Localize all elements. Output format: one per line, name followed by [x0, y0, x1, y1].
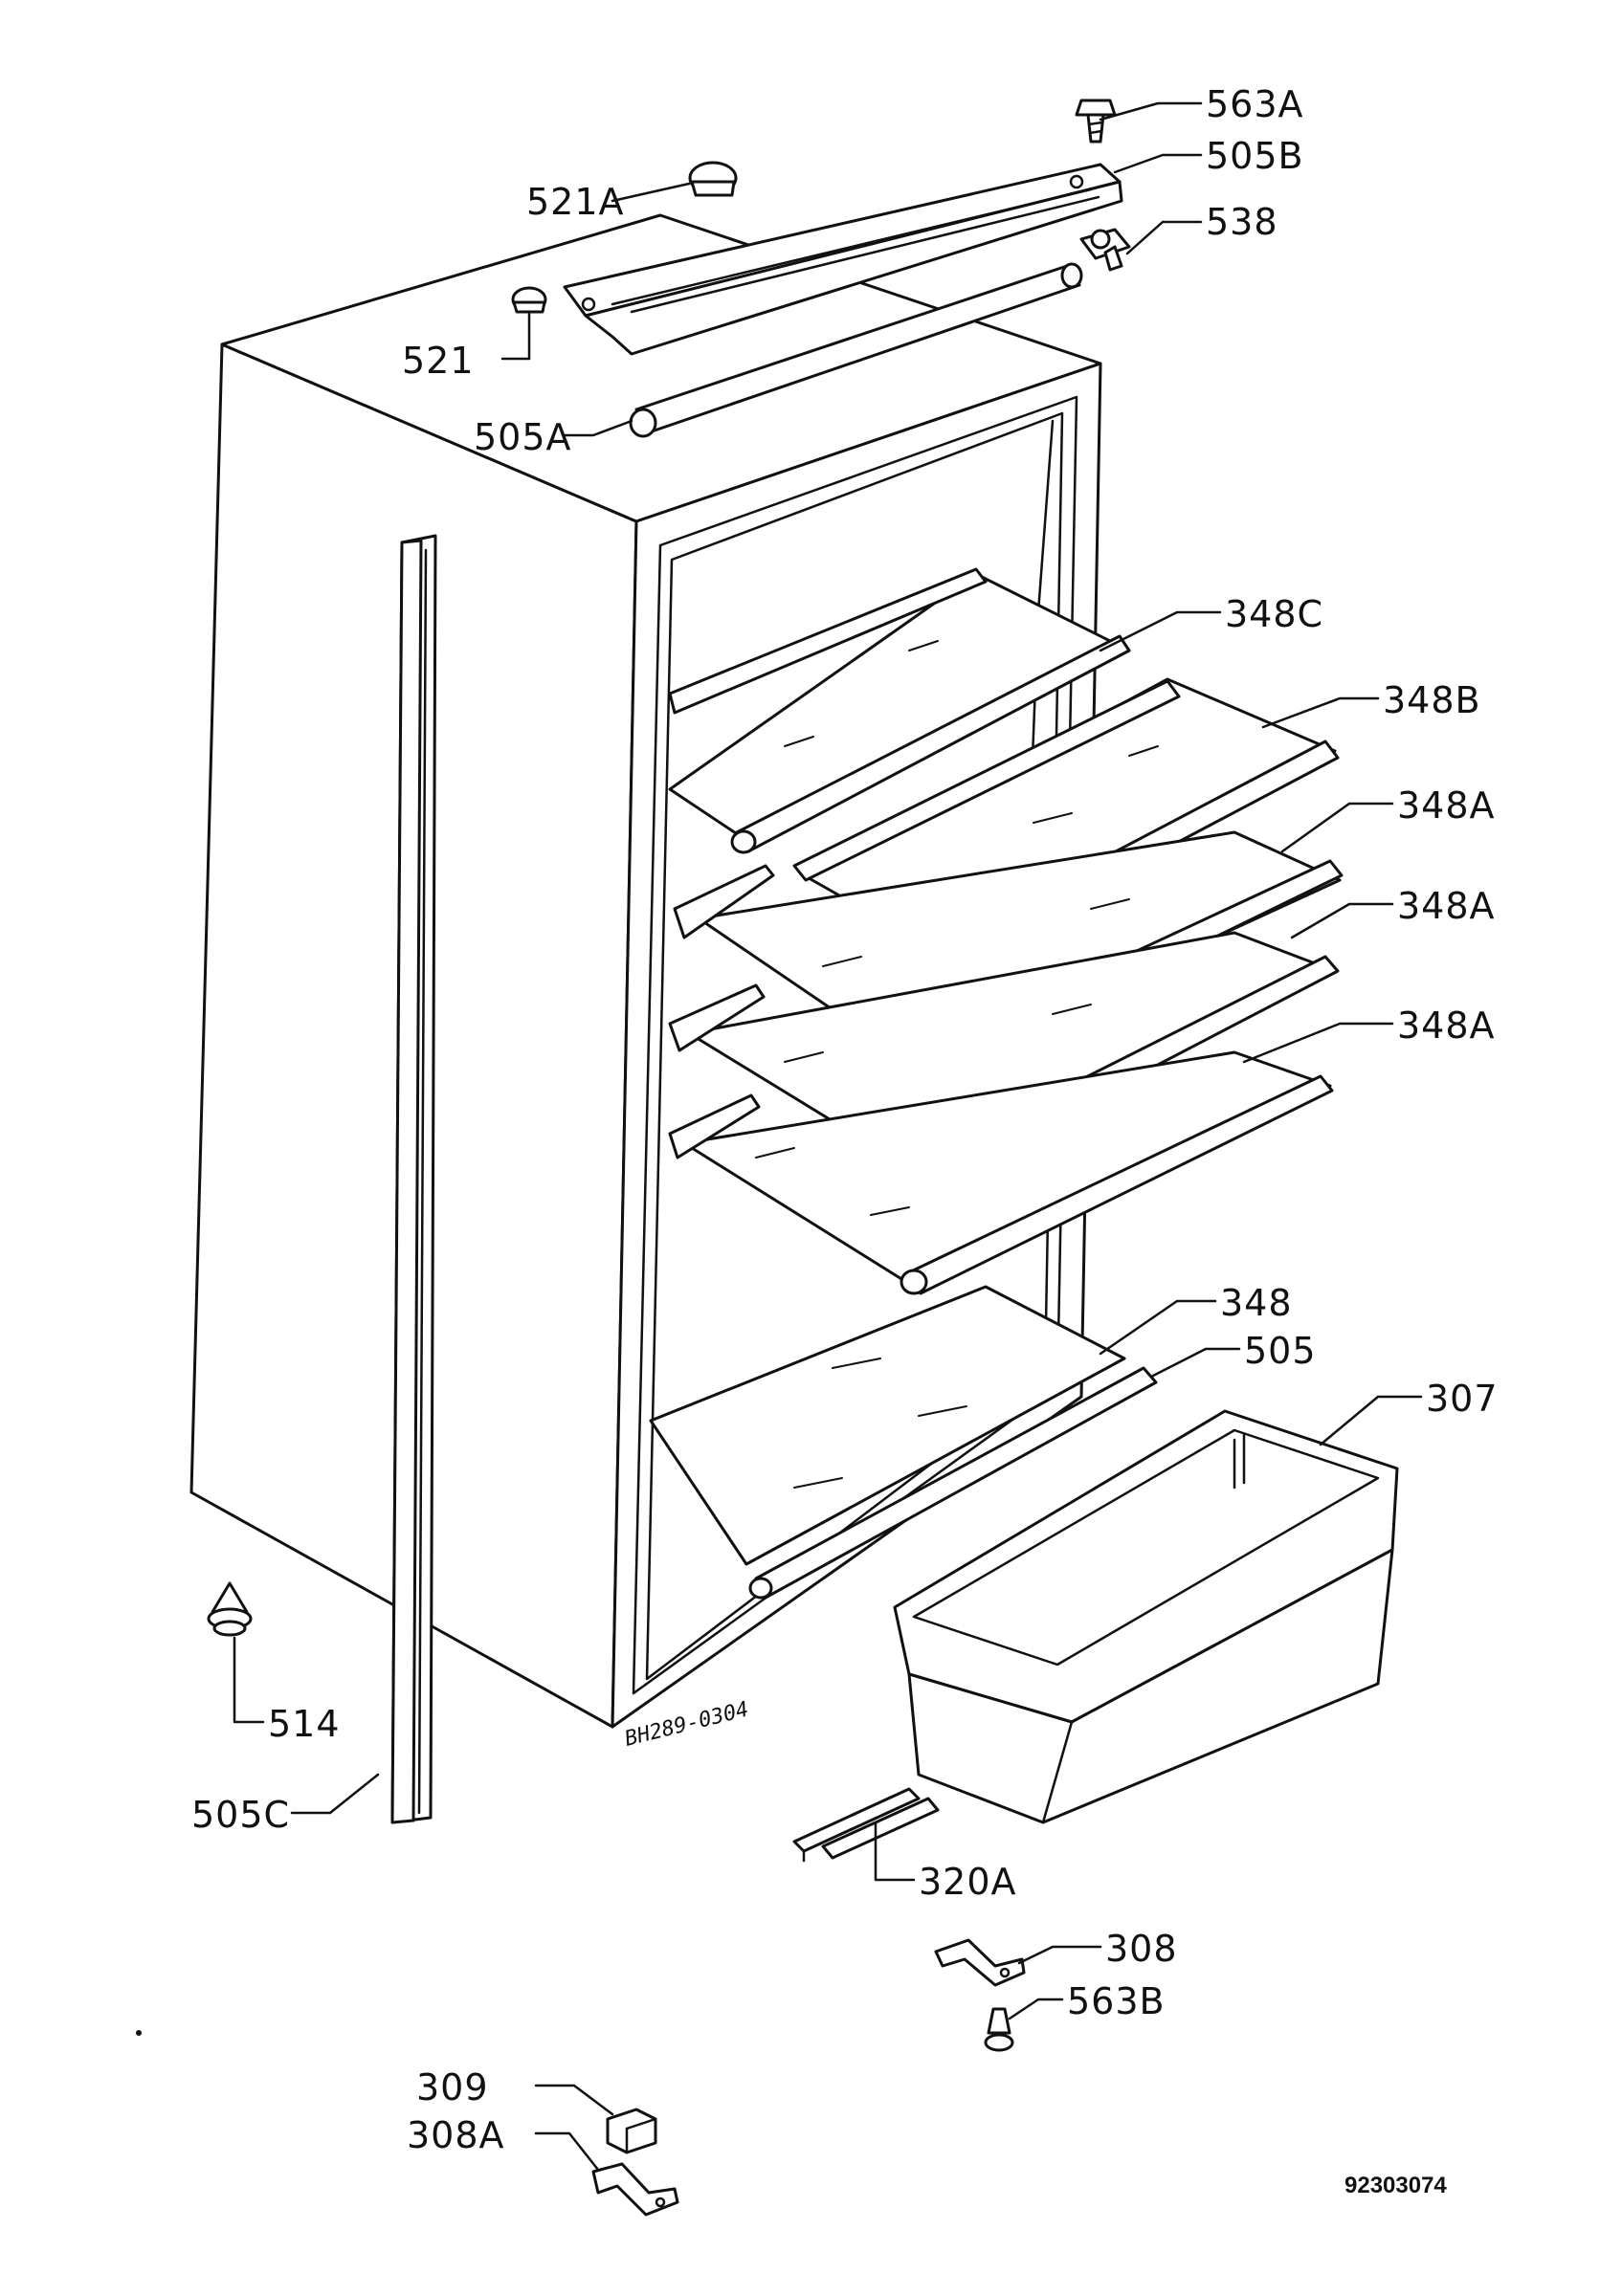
cap-521a — [688, 161, 738, 197]
callout-348b: 348B — [1383, 679, 1481, 721]
screw-563a — [1075, 99, 1117, 144]
callout-307: 307 — [1426, 1378, 1499, 1420]
callout-505c: 505C — [191, 1794, 290, 1836]
callout-309: 309 — [416, 2066, 489, 2108]
shelf-348a-3 — [668, 1050, 1334, 1295]
rail-320a — [792, 1787, 940, 1863]
cap-521 — [511, 286, 547, 314]
foot-514 — [207, 1581, 253, 1637]
callout-348a-3: 348A — [1397, 1004, 1496, 1047]
callout-320a: 320A — [919, 1861, 1017, 1903]
callout-563b: 563B — [1067, 1980, 1166, 2022]
block-309 — [606, 2108, 657, 2154]
callout-521: 521 — [402, 340, 475, 382]
shelf-trim-505 — [748, 1366, 1158, 1600]
callout-348a-2: 348A — [1397, 885, 1496, 927]
hinge-cover-rod — [629, 262, 1083, 438]
top-hinge-bracket — [563, 163, 1123, 356]
bracket-308 — [934, 1938, 1026, 1987]
shelf-348-bottom — [649, 1285, 1126, 1566]
callout-505b: 505B — [1206, 135, 1304, 177]
callout-505: 505 — [1244, 1330, 1317, 1372]
stray-mark — [136, 2030, 142, 2036]
leader-lines — [233, 101, 1423, 2172]
bracket-538 — [1079, 228, 1131, 272]
callout-505a: 505A — [474, 416, 572, 458]
callout-labels: 563A 505B 521A 538 521 505A 348C 348B 34… — [191, 83, 1499, 2156]
drawing-number: 92303074 — [1344, 2173, 1447, 2198]
callout-563a: 563A — [1206, 83, 1304, 125]
callout-538: 538 — [1206, 201, 1278, 243]
door-seal-strip — [390, 534, 437, 1824]
callout-514: 514 — [268, 1703, 341, 1745]
screw-563b — [984, 2007, 1014, 2052]
callout-521a: 521A — [526, 181, 625, 223]
callout-348a-1: 348A — [1397, 784, 1496, 827]
callout-308: 308 — [1105, 1928, 1178, 1970]
bracket-308a — [591, 2162, 679, 2217]
callout-348: 348 — [1220, 1282, 1293, 1324]
shelf-348c — [668, 567, 1131, 854]
callout-308a: 308A — [407, 2114, 505, 2156]
callout-348c: 348C — [1225, 593, 1323, 635]
crisper-drawer — [893, 1409, 1399, 1824]
